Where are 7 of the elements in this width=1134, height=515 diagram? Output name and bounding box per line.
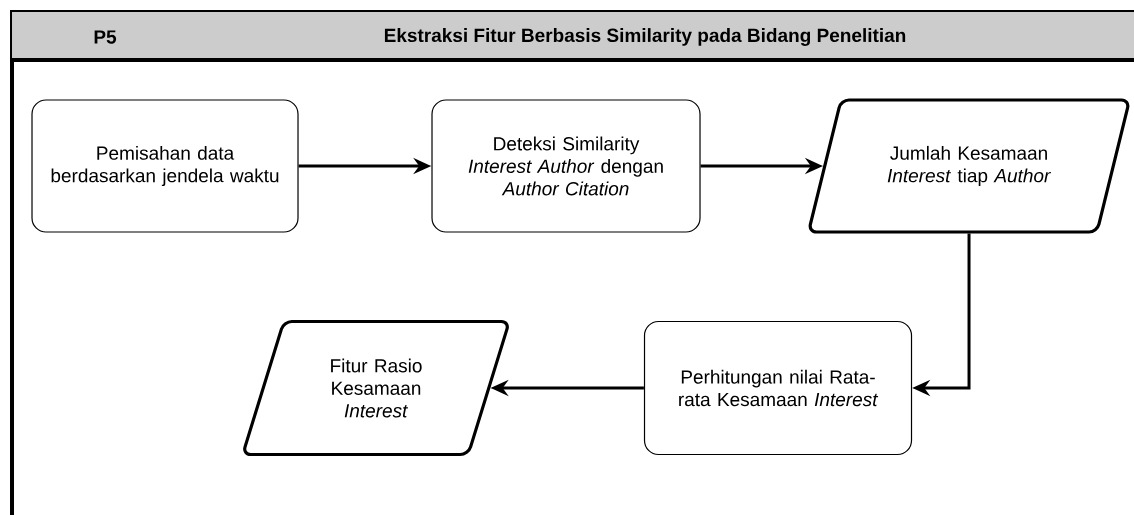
process-box: Perhitungan nilai Rata-rata Kesamaan Interest xyxy=(643,320,913,456)
data-parallelogram: Fitur Rasio Kesamaan Interest xyxy=(243,319,509,457)
lane-number: P5 xyxy=(94,30,117,44)
lane-title: Ekstraksi Fitur Berbasis Similarity pada Bidang Penelitian xyxy=(384,28,906,46)
process-box: Pemisahan data berdasarkan jendela waktu xyxy=(31,99,299,233)
data-parallelogram: Jumlah Kesamaan Interest tiap Author xyxy=(808,98,1130,234)
process-box: Deteksi Similarity Interest Author dengan Author Citation xyxy=(431,99,701,233)
